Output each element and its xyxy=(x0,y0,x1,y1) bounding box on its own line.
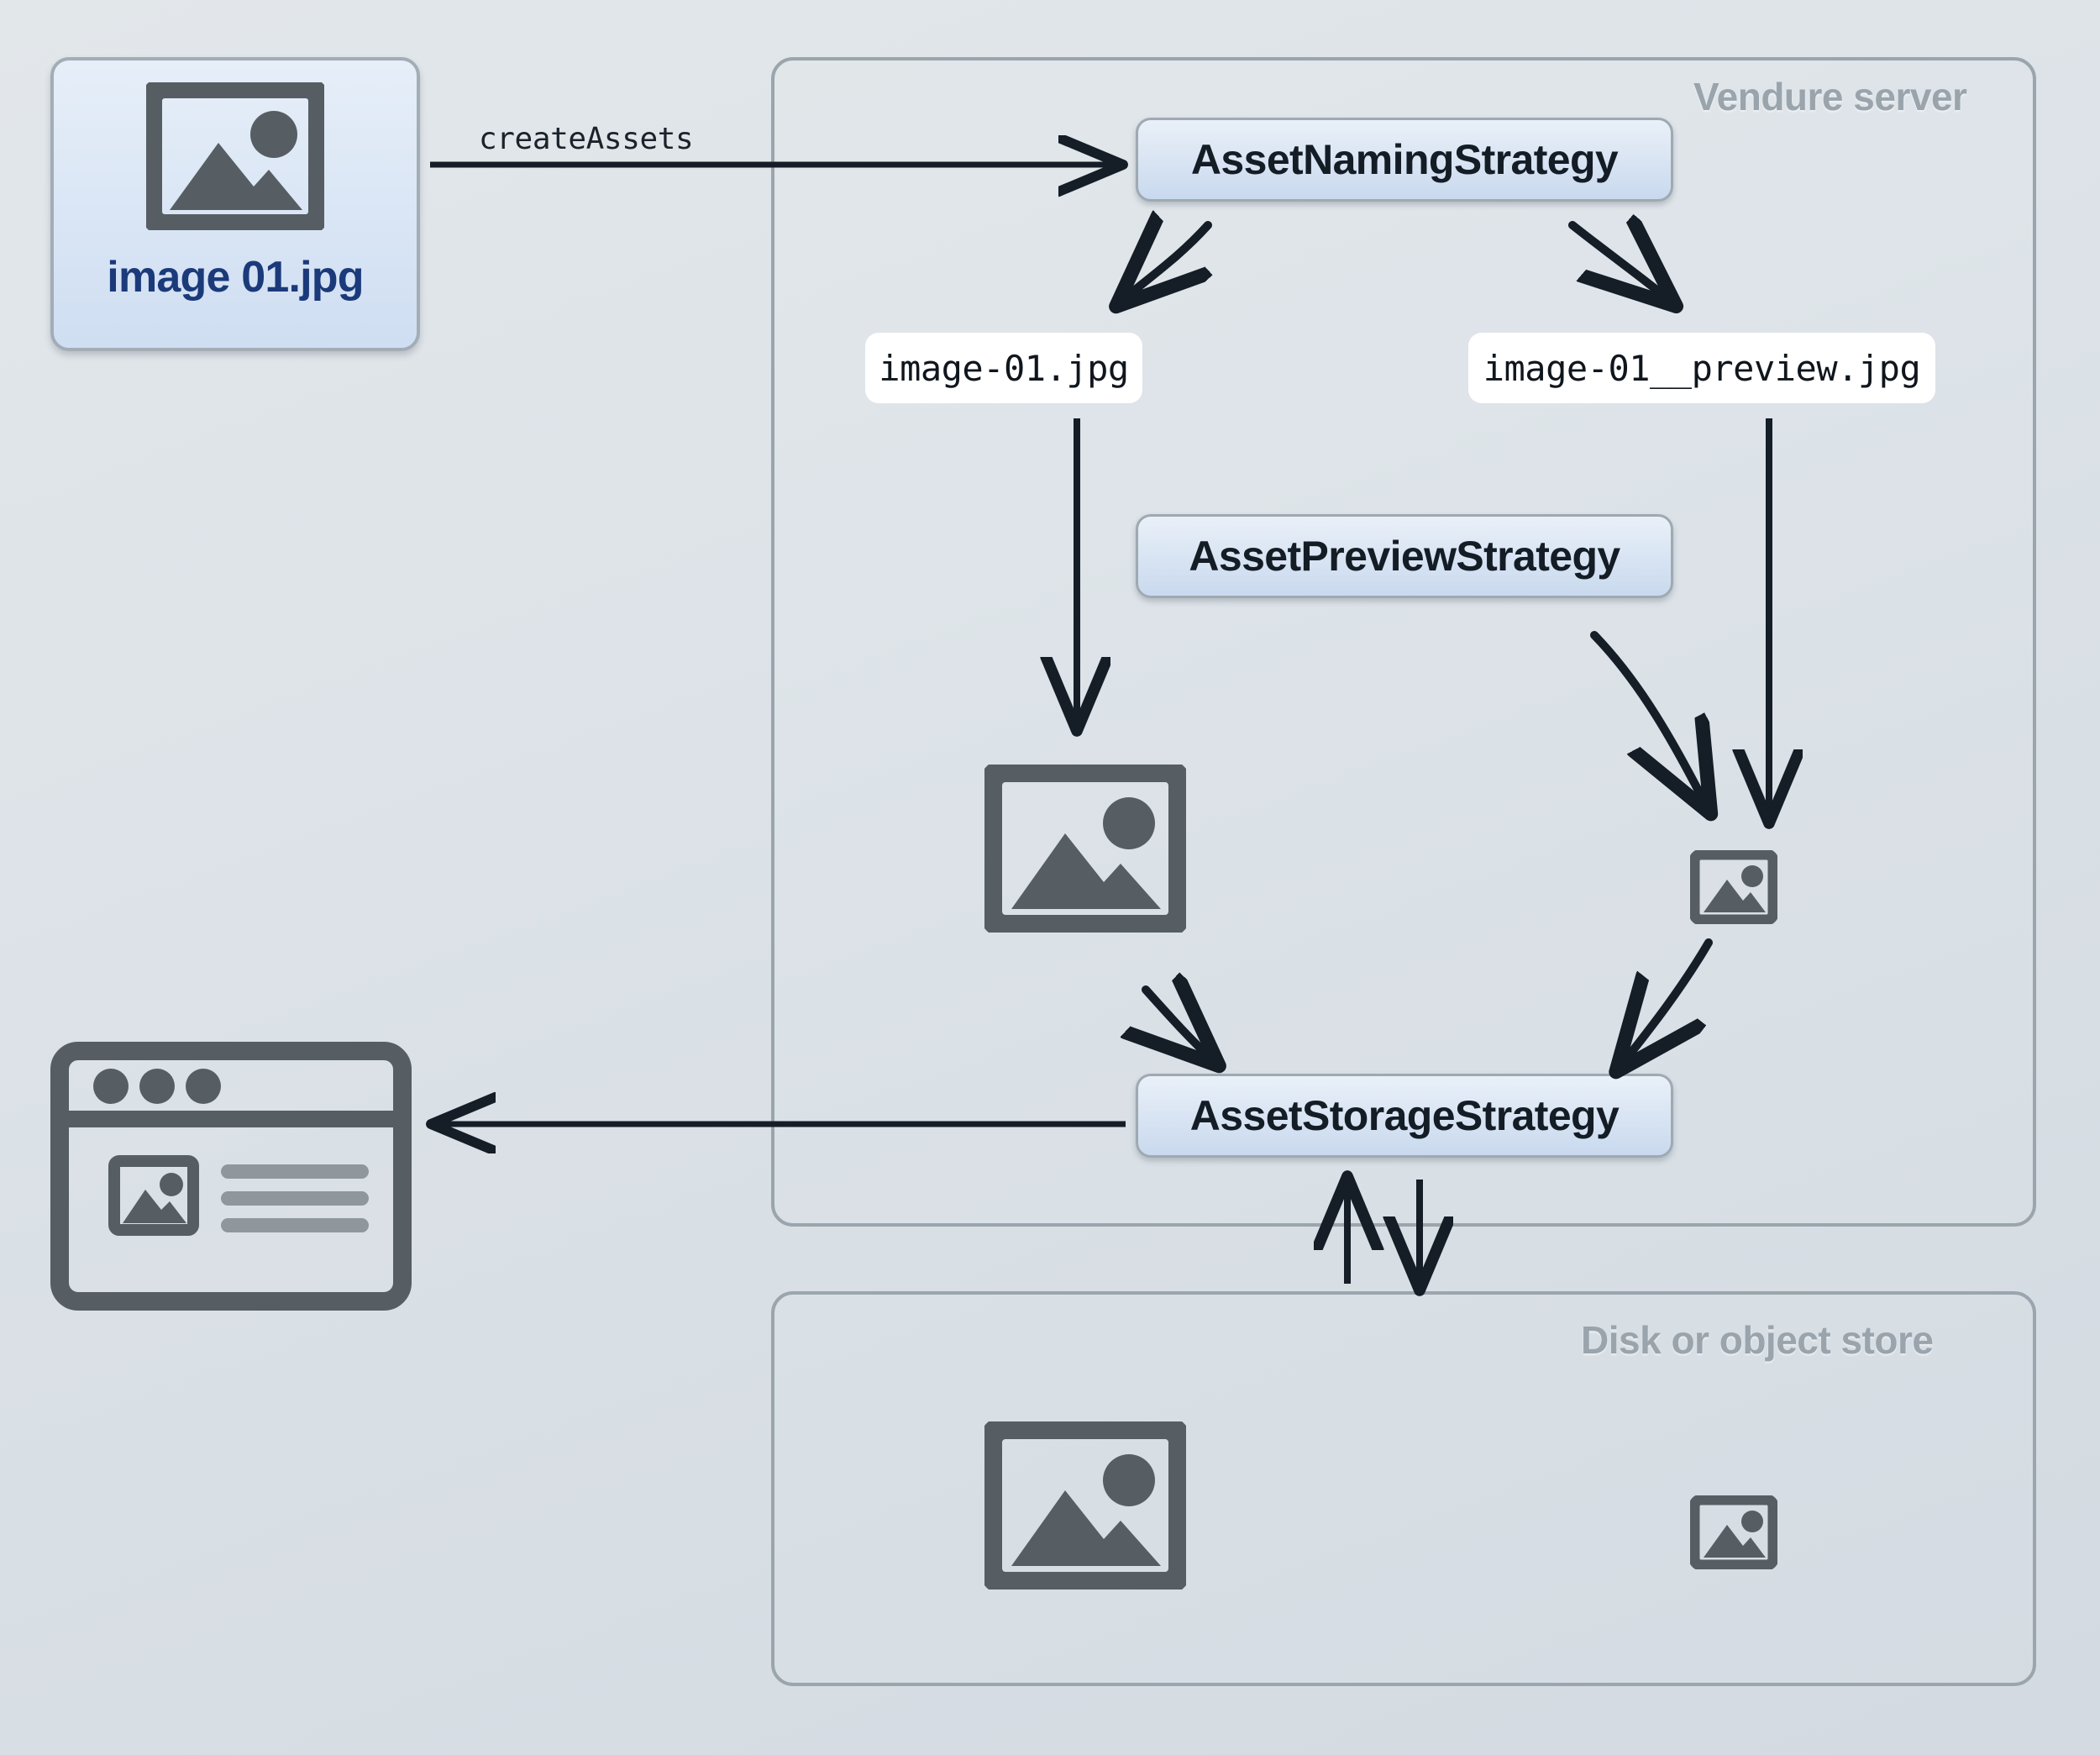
strategy-asset-storage-label: AssetStorageStrategy xyxy=(1189,1092,1620,1139)
strategy-asset-storage[interactable]: AssetStorageStrategy xyxy=(1136,1074,1673,1158)
filename-chip-source: image-01.jpg xyxy=(865,333,1142,403)
strategy-asset-naming[interactable]: AssetNamingStrategy xyxy=(1136,118,1673,202)
group-vendure-server-label: Vendure server xyxy=(1693,75,1967,118)
server-preview-image-icon xyxy=(1688,849,1779,926)
filename-preview-value: image-01__preview.jpg xyxy=(1483,347,1921,389)
source-file-card[interactable]: image 01.jpg xyxy=(50,57,420,351)
group-disk-store-label: Disk or object store xyxy=(1581,1318,1934,1362)
filename-source-value: image-01.jpg xyxy=(879,347,1129,389)
group-disk-store xyxy=(771,1291,2036,1686)
strategy-asset-preview-label: AssetPreviewStrategy xyxy=(1189,533,1620,580)
strategy-asset-naming-label: AssetNamingStrategy xyxy=(1190,136,1619,183)
stored-full-image-icon xyxy=(979,1416,1192,1595)
source-file-name: image 01.jpg xyxy=(107,253,364,302)
edge-label-create-assets: createAssets xyxy=(479,122,694,156)
filename-chip-preview: image-01__preview.jpg xyxy=(1468,333,1935,403)
group-vendure-server xyxy=(771,57,2036,1227)
browser-content-image-icon xyxy=(108,1155,199,1236)
browser-window-icon[interactable] xyxy=(50,1042,412,1311)
strategy-asset-preview[interactable]: AssetPreviewStrategy xyxy=(1136,514,1673,598)
image-placeholder-icon xyxy=(140,76,330,236)
server-full-image-icon xyxy=(979,759,1192,938)
stored-preview-image-icon xyxy=(1688,1494,1779,1571)
